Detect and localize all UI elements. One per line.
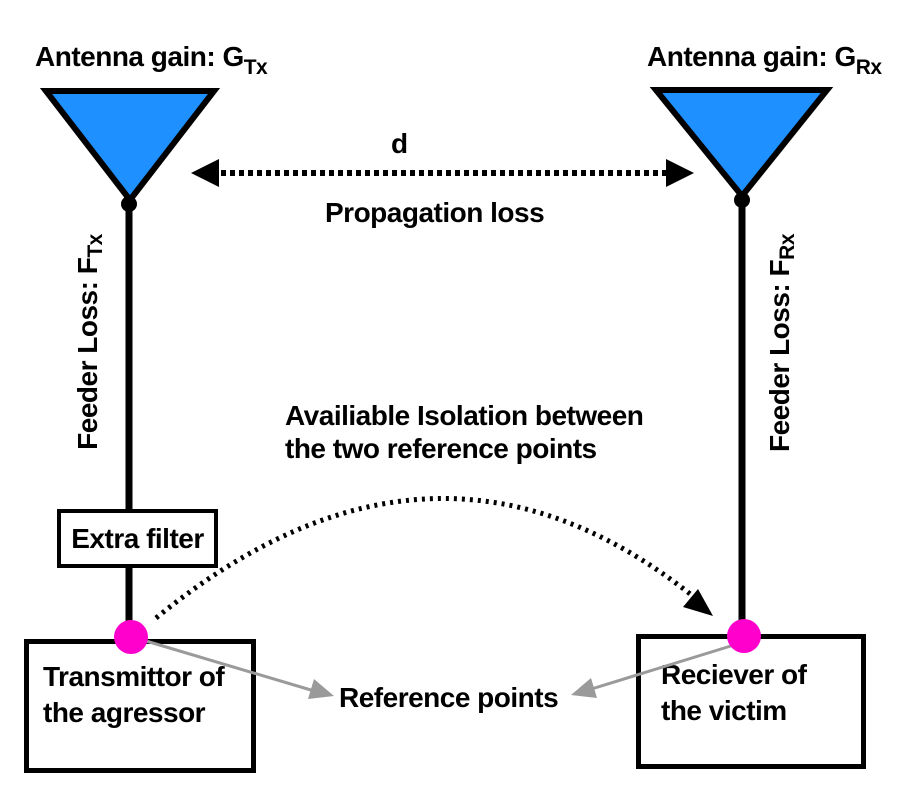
isolation-arrow-head [683, 589, 713, 616]
reference-pointer-head-right [571, 678, 597, 698]
isolation-label: Availiable Isolation between the two ref… [285, 399, 644, 465]
receiver-box-line1: Reciever of [661, 659, 807, 690]
tx-feeder-loss-subscript: Tx [84, 234, 107, 258]
tx-antenna-gain-text: Antenna gain: G [35, 41, 244, 72]
rx-feeder-loss-subscript: Rx [776, 233, 799, 260]
receiver-box: Reciever of the victim [636, 634, 866, 769]
distance-arrow-head-left [191, 159, 219, 187]
rx-antenna-gain-text: Antenna gain: G [647, 41, 856, 72]
transmitter-box-line2: the agressor [43, 697, 206, 728]
reference-points-label: Reference points [339, 682, 559, 713]
isolation-label-line1: Availiable Isolation between [285, 400, 644, 431]
extra-filter-box: Extra filter [57, 509, 218, 568]
tx-antenna-gain-subscript: Tx [243, 56, 268, 79]
rx-antenna-gain-subscript: Rx [855, 56, 882, 79]
rx-feeder-loss-text: Feeder Loss: F [764, 259, 795, 453]
tx-antenna-gain-label: Antenna gain: GTx [35, 41, 268, 79]
extra-filter-label: Extra filter [71, 522, 204, 554]
distance-arrow-head-right [666, 159, 694, 187]
reference-pointer-head-left [308, 679, 334, 699]
rx-antenna-gain-label: Antenna gain: GRx [647, 41, 882, 79]
transmitter-box: Transmittor of the agressor [24, 639, 256, 773]
tx-antenna-icon [39, 88, 221, 205]
rx-antenna-feed-dot [734, 192, 750, 208]
transmitter-box-line1: Transmittor of [43, 661, 225, 692]
isolation-label-line2: the two reference points [285, 433, 597, 464]
isolation-arrow-curve [154, 496, 696, 620]
tx-antenna-feed-dot [121, 196, 137, 212]
tx-feeder-loss-text: Feeder Loss: F [72, 257, 103, 450]
receiver-box-line2: the victim [661, 695, 787, 726]
rx-antenna-icon [649, 87, 834, 201]
propagation-loss-label: Propagation loss [325, 197, 545, 228]
distance-label: d [391, 128, 408, 159]
